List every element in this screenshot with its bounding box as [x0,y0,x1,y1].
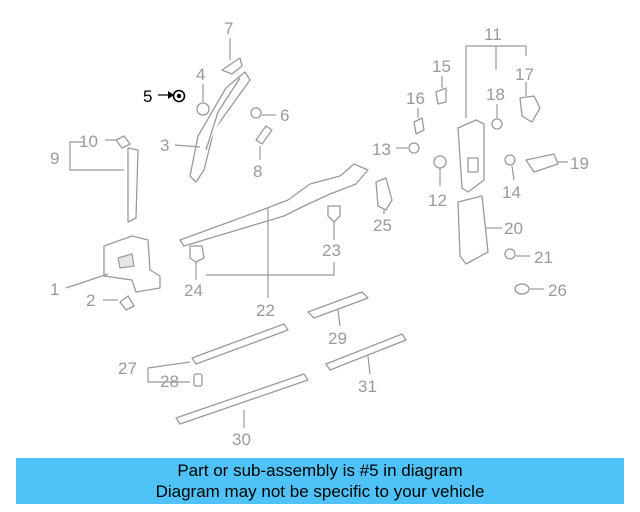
banner-line-1: Part or sub-assembly is #5 in diagram [177,461,463,480]
part-28-clip [193,373,203,387]
part-13-screw [396,142,420,154]
callout-27: 27 [118,359,137,378]
part-24-clip [189,245,335,280]
part-12-screw [433,155,447,186]
callout-2: 2 [86,291,95,310]
callout-31: 31 [358,377,377,396]
info-banner: Part or sub-assembly is #5 in diagram Di… [16,458,624,504]
part-11-group-bracket [465,45,527,118]
callout-4: 4 [196,65,205,84]
parts-diagram: 7 4 5 6 3 8 10 9 1 2 22 23 24 25 29 27 2… [50,19,589,449]
callout-22: 22 [256,301,275,320]
callout-14: 14 [502,183,521,202]
part-25-panel [375,177,393,214]
callout-25: 25 [373,216,392,235]
part-4-screw [196,84,210,116]
part-15-clip [435,76,447,105]
callout-24: 24 [184,281,203,300]
callout-5: 5 [143,87,152,106]
part-23-clip [327,205,341,240]
part-31-scuff-plate [325,333,407,375]
callout-8: 8 [253,162,262,181]
callout-28: 28 [160,372,179,391]
callout-21: 21 [534,248,553,267]
part-b-pillar-upper-trim [457,119,485,193]
part-1-kick-panel [65,235,161,293]
callout-11: 11 [484,25,502,44]
callout-1: 1 [50,280,59,299]
callout-12: 12 [428,191,447,210]
callout-29: 29 [328,329,347,348]
part-5-clip [158,89,186,103]
part-27-sill-plate [147,323,289,383]
callout-13: 13 [372,140,391,159]
callout-7: 7 [224,19,233,38]
callout-16: 16 [406,89,425,108]
callout-30: 30 [232,430,251,449]
callout-15: 15 [432,57,451,76]
part-9-pillar-trim [69,141,139,223]
part-10-clip [105,135,131,149]
part-20-lower-trim [457,195,502,265]
callout-23: 23 [322,241,341,260]
part-21-clip [504,248,530,260]
callout-10: 10 [79,132,98,151]
part-26-grommet [514,283,544,295]
part-18-clip [491,104,503,130]
part-14-clip [504,154,516,181]
callout-3: 3 [160,136,169,155]
callout-26: 26 [548,281,567,300]
callout-17: 17 [515,65,534,84]
part-29-scuff-plate [307,291,369,327]
part-2-clip [103,295,135,311]
part-17-belt-guide [519,82,541,123]
callout-20: 20 [504,219,523,238]
callout-18: 18 [486,85,505,104]
part-6-clip [250,107,276,119]
callout-6: 6 [280,106,289,125]
part-30-scuff-plate [175,373,309,428]
callout-19: 19 [570,154,589,173]
banner-line-2: Diagram may not be specific to your vehi… [155,482,485,501]
part-16-clip [413,108,425,135]
part-19-handle [525,153,568,173]
part-22-sill-bracket [179,163,369,298]
part-8-bracket [255,125,273,160]
part-7-bracket [221,38,243,75]
part-3-pillar-trim [174,71,251,183]
callout-9: 9 [50,149,59,168]
